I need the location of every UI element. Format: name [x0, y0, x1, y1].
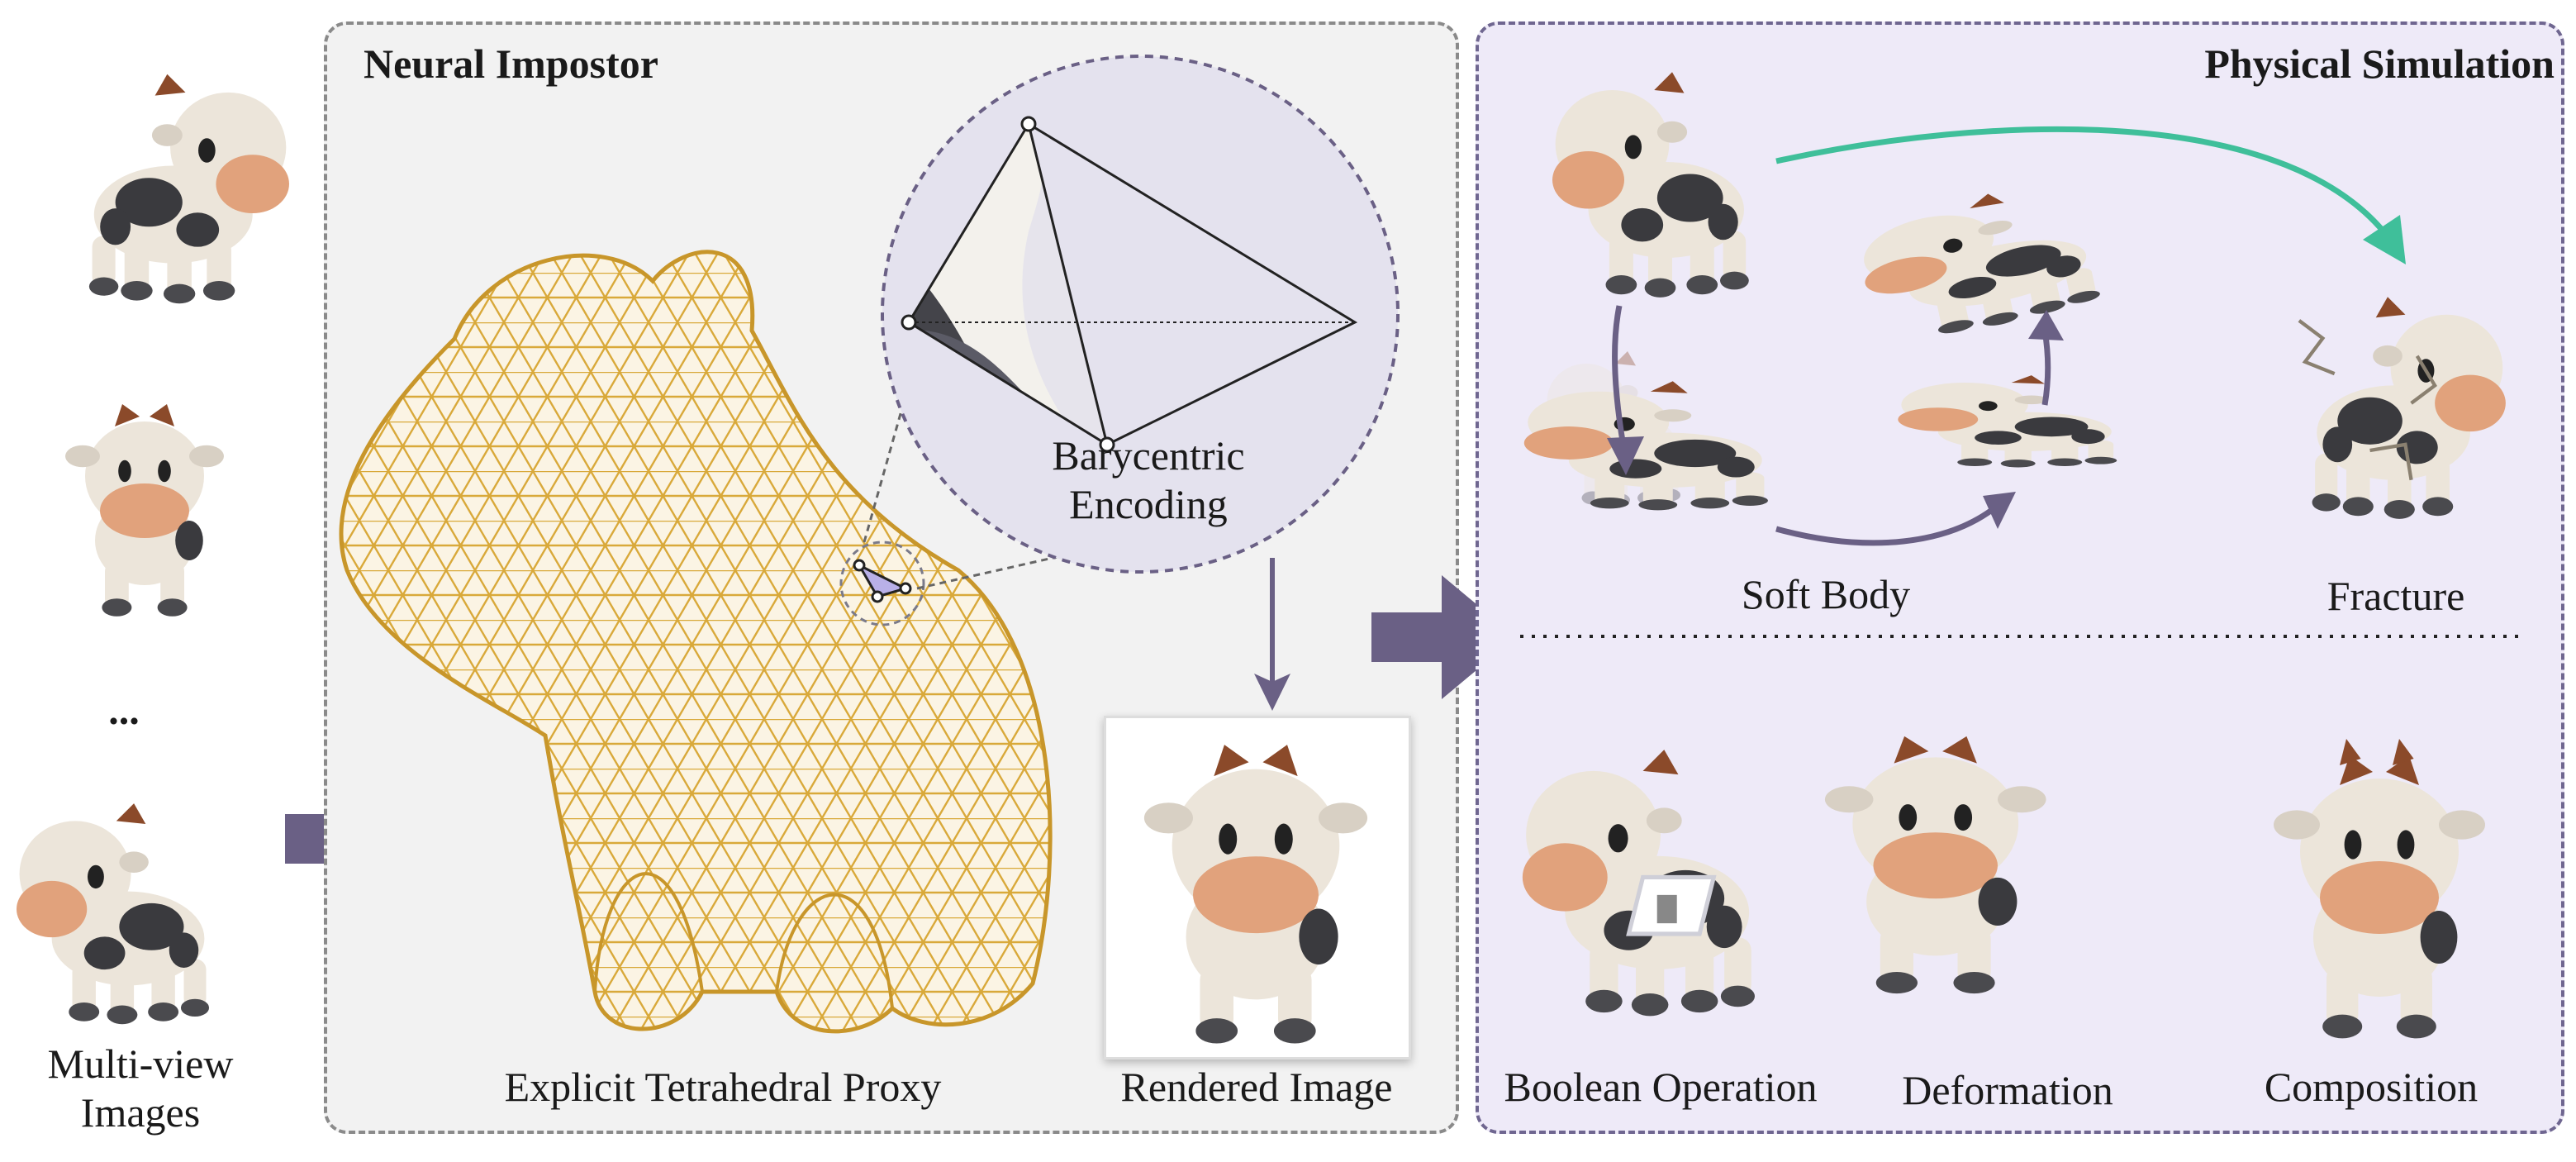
- arrow-to-rendered-icon: [1254, 558, 1290, 711]
- input-caption-line-2: Images: [80, 1089, 201, 1136]
- fracture-caption: Fracture: [2326, 573, 2465, 619]
- input-caption-line-1: Multi-view: [47, 1041, 234, 1087]
- physical-simulation-title: Physical Simulation: [2204, 40, 2555, 87]
- deformation-caption: Deformation: [1902, 1067, 2113, 1113]
- proxy-caption: Explicit Tetrahedral Proxy: [504, 1064, 942, 1110]
- barycentric-encoding-caption: Barycentric Encoding: [1008, 431, 1289, 529]
- input-ellipsis: ...: [108, 687, 140, 733]
- neural-impostor-title: Neural Impostor: [364, 40, 658, 87]
- rendered-image-caption: Rendered Image: [1120, 1064, 1393, 1110]
- barycentric-caption-line-2: Encoding: [1069, 481, 1228, 527]
- arrow-impostor-to-simulation-icon: [1371, 575, 1516, 699]
- barycentric-caption-line-1: Barycentric: [1052, 432, 1245, 479]
- deformation-cow: [1824, 736, 2046, 994]
- composition-caption: Composition: [2264, 1064, 2479, 1110]
- composition-cow: [2274, 739, 2485, 1039]
- tetrahedral-proxy-wireframe: [339, 250, 1053, 1034]
- boolean-operation-caption: Boolean Operation: [1504, 1064, 1818, 1110]
- input-caption: Multi-view Images: [17, 1040, 264, 1137]
- barycentric-zoom-circle: [881, 55, 1400, 574]
- soft-body-caption: Soft Body: [1741, 571, 1911, 617]
- boolean-operation-cow: [1522, 750, 1755, 1017]
- fracture-cow: [2298, 297, 2506, 519]
